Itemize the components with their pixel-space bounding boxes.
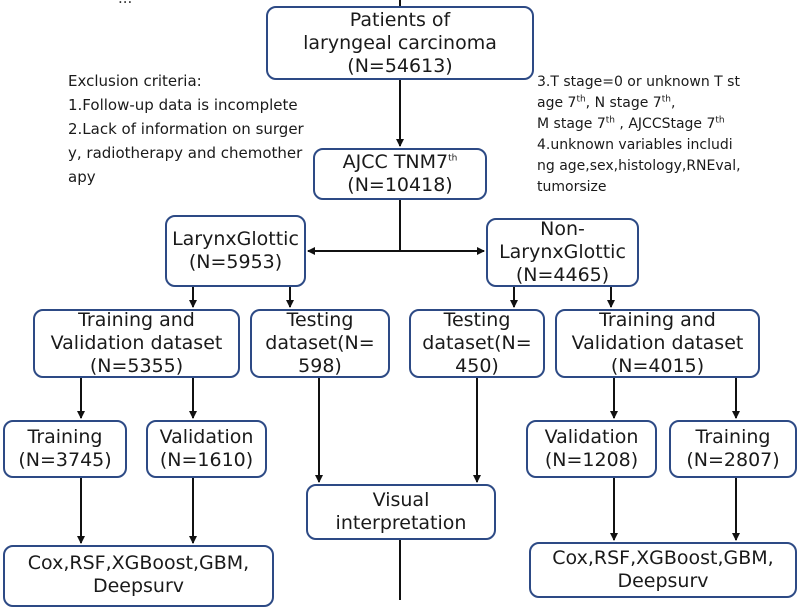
left-validation-label: Validation xyxy=(159,426,254,448)
left-validation-count: (N=1610) xyxy=(159,449,254,471)
right-training-count: (N=2807) xyxy=(686,449,780,471)
nonglottic-label-2: LarynxGlottic xyxy=(499,241,626,263)
exclusion-criteria-left: Exclusion criteria: 1.Follow-up data is … xyxy=(68,69,304,189)
right-models-label-1: Cox,RSF,XGBoost,GBM, xyxy=(552,547,774,569)
nonglottic-count: (N=4465) xyxy=(515,264,610,286)
left-testing-label-2: dataset(N= xyxy=(265,332,375,354)
nonglottic-box: Non- LarynxGlottic (N=4465) xyxy=(486,218,639,287)
top-cropped-text: ... xyxy=(118,0,132,10)
patients-count: (N=54613) xyxy=(347,54,453,77)
left-trainval-label-1: Training and xyxy=(78,309,195,331)
right-trainval-label-1: Training and xyxy=(599,309,716,331)
exclusion-item-3a: 3.T stage=0 or unknown T st xyxy=(537,74,740,90)
exclusion-item-3c: M stage 7th , AJCCStage 7th xyxy=(537,115,725,132)
exclusion-item-3b: age 7th, N stage 7th, xyxy=(537,94,676,111)
left-testing-label-1: Testing xyxy=(286,309,354,331)
exclusion-heading: Exclusion criteria: xyxy=(68,72,202,90)
exclusion-item-2c: apy xyxy=(68,168,96,186)
nonglottic-label-1: Non- xyxy=(540,218,585,240)
right-trainval-box: Training and Validation dataset (N=4015) xyxy=(555,309,760,378)
exclusion-item-4b: ng age,sex,histology,RNEval, xyxy=(537,158,741,174)
visual-label-2: interpretation xyxy=(335,512,467,534)
right-validation-count: (N=1208) xyxy=(544,449,639,471)
left-models-label-2: Deepsurv xyxy=(92,575,185,597)
left-testing-label-3: 598) xyxy=(298,355,342,377)
patients-label-2: laryngeal carcinoma xyxy=(303,31,497,54)
right-models-box: Cox,RSF,XGBoost,GBM, Deepsurv xyxy=(529,542,797,598)
right-training-box: Training (N=2807) xyxy=(669,420,797,478)
left-training-label: Training xyxy=(27,426,103,448)
left-models-box: Cox,RSF,XGBoost,GBM, Deepsurv xyxy=(3,545,274,607)
right-validation-label: Validation xyxy=(544,426,639,448)
left-training-box: Training (N=3745) xyxy=(3,420,127,478)
left-trainval-box: Training and Validation dataset (N=5355) xyxy=(33,309,240,378)
exclusion-item-4c: tumorsize xyxy=(537,179,607,195)
right-trainval-label-2: Validation dataset xyxy=(571,332,744,354)
left-models-label-1: Cox,RSF,XGBoost,GBM, xyxy=(27,552,250,574)
glottic-box: LarynxGlottic (N=5953) xyxy=(165,215,306,287)
right-trainval-count: (N=4015) xyxy=(610,355,705,377)
right-testing-label-2: dataset(N= xyxy=(422,332,532,354)
patients-label-1: Patients of xyxy=(349,8,451,31)
right-testing-box: Testing dataset(N= 450) xyxy=(409,309,545,378)
ajcc-box: AJCC TNM7th (N=10418) xyxy=(313,148,487,200)
exclusion-item-2a: 2.Lack of information on surger xyxy=(68,120,304,138)
glottic-count: (N=5953) xyxy=(188,251,283,273)
visual-label-1: Visual xyxy=(372,489,430,511)
exclusion-item-2b: y, radiotherapy and chemother xyxy=(68,144,303,162)
ajcc-label: AJCC TNM7th xyxy=(342,151,458,173)
ajcc-count: (N=10418) xyxy=(347,174,453,196)
left-validation-box: Validation (N=1610) xyxy=(146,420,267,478)
right-validation-box: Validation (N=1208) xyxy=(526,420,657,478)
right-models-label-2: Deepsurv xyxy=(617,570,709,592)
visual-interpretation-box: Visual interpretation xyxy=(306,484,496,540)
patients-box: Patients of laryngeal carcinoma (N=54613… xyxy=(266,6,534,80)
left-trainval-count: (N=5355) xyxy=(89,355,184,377)
glottic-label: LarynxGlottic xyxy=(172,228,299,250)
right-training-label: Training xyxy=(695,426,771,448)
left-testing-box: Testing dataset(N= 598) xyxy=(250,309,390,378)
left-training-count: (N=3745) xyxy=(18,449,112,471)
left-trainval-label-2: Validation dataset xyxy=(50,332,223,354)
exclusion-item-4a: 4.unknown variables includi xyxy=(537,137,733,153)
right-testing-label-3: 450) xyxy=(455,355,499,377)
right-testing-label-1: Testing xyxy=(443,309,511,331)
exclusion-criteria-right: 3.T stage=0 or unknown T st age 7th, N s… xyxy=(537,72,741,198)
exclusion-item-1: 1.Follow-up data is incomplete xyxy=(68,96,298,114)
